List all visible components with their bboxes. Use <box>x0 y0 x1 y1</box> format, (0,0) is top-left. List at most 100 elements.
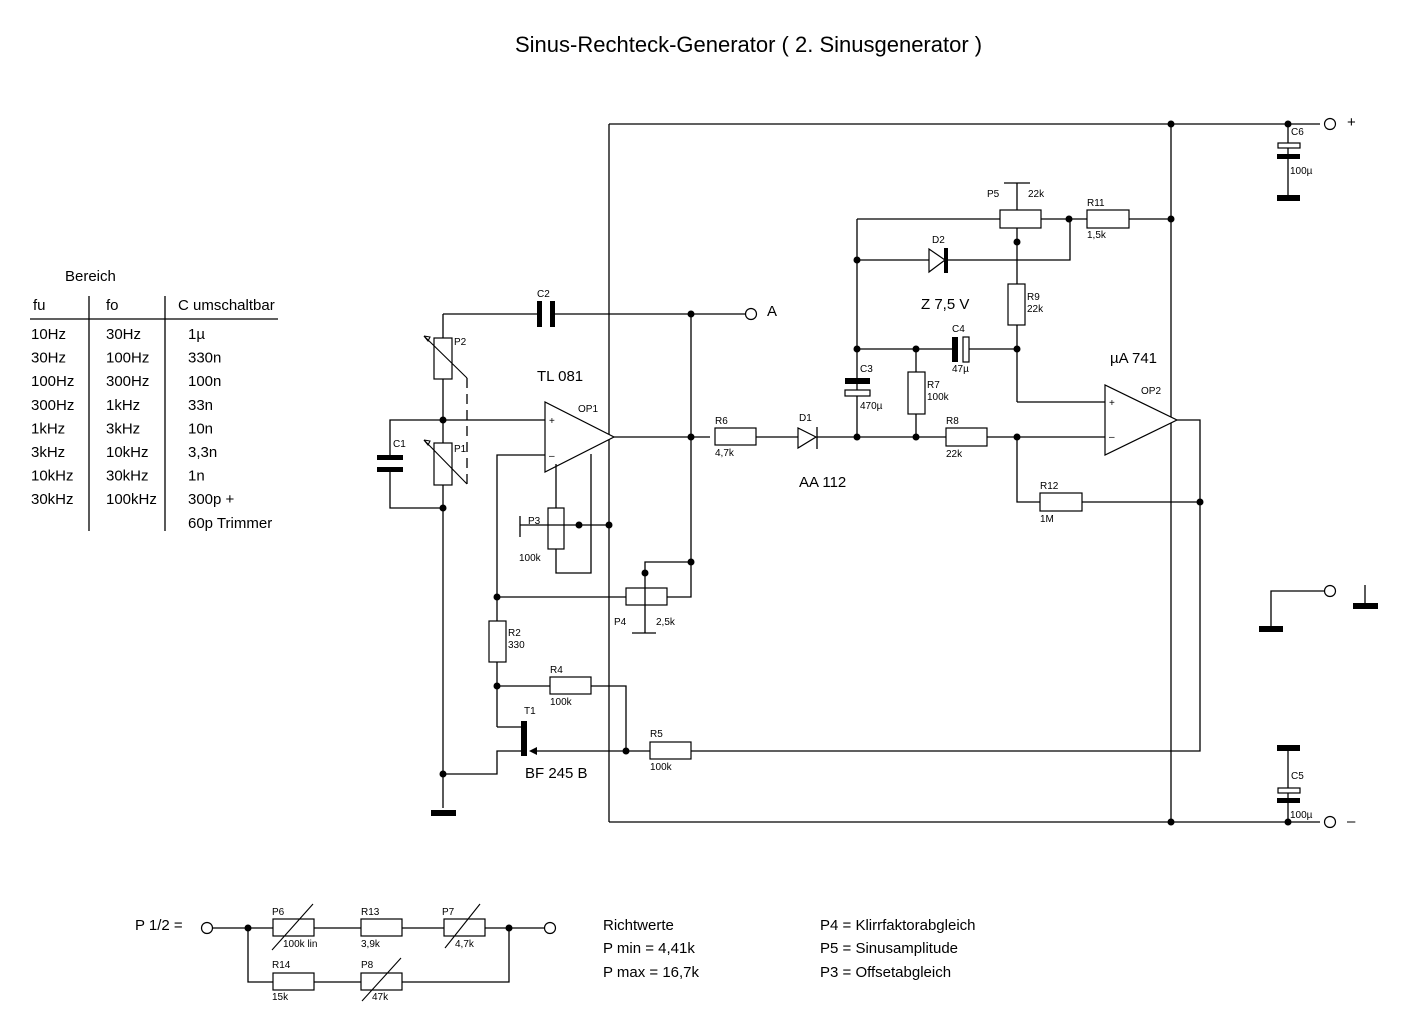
component-label: 47k <box>372 992 389 1003</box>
range-table-cell: 10n <box>188 420 213 437</box>
component-label: C2 <box>537 289 550 300</box>
supply-minus-terminal <box>1323 815 1337 829</box>
opamp-op1: + – OP1 TL 081 <box>496 310 710 621</box>
range-table-cell: 30kHz <box>106 468 149 485</box>
component-label: P8 <box>361 960 374 971</box>
component-label: P4 = Klirrfaktorabgleich <box>820 917 976 934</box>
component-label: µA 741 <box>1110 350 1157 367</box>
output-a-terminal <box>744 307 758 321</box>
component-label: 100k <box>650 762 673 773</box>
component-label: – <box>549 451 555 462</box>
range-table-cell: 1n <box>188 468 205 485</box>
component-label: 100k lin <box>283 939 317 950</box>
component-label: P2 <box>454 337 467 348</box>
component-label: P3 = Offsetabgleich <box>820 964 951 981</box>
range-table-cell: 100kHz <box>106 491 157 508</box>
component-label: D1 <box>799 413 812 424</box>
component-label: R13 <box>361 907 380 918</box>
component-label: R6 <box>715 416 728 427</box>
agc-section: R2 330 R4 100k T1 BF 245 B R5 100k <box>443 419 1201 782</box>
range-table-cell: 300p + <box>188 491 235 508</box>
notes-values: Richtwerte P min = 4,41k P max = 16,7k <box>603 917 700 981</box>
range-table-cell: 100Hz <box>106 350 149 367</box>
component-label: D2 <box>932 235 945 246</box>
range-table-cell: 60p Trimmer <box>188 515 272 532</box>
component-label: 100k <box>550 697 573 708</box>
component-label: 330 <box>508 640 525 651</box>
range-table-cell: 30Hz <box>106 326 141 343</box>
range-table-cell: 3kHz <box>31 444 65 461</box>
range-table-cell: 33n <box>188 397 213 414</box>
component-label: P3 <box>528 516 541 527</box>
range-table-cell: 100Hz <box>31 373 74 390</box>
component-label: 4,7k <box>455 939 475 950</box>
component-label: 22k <box>946 449 963 460</box>
component-label: P min = 4,41k <box>603 940 695 957</box>
component-label: 2,5k <box>656 617 676 628</box>
range-table-caption: Bereich <box>65 268 116 285</box>
diagram-title: Sinus-Rechteck-Generator ( 2. Sinusgener… <box>515 32 982 57</box>
component-label: R14 <box>272 960 291 971</box>
component-label: P max = 16,7k <box>603 964 700 981</box>
range-table-header-fo: fo <box>106 297 119 314</box>
component-label: 22k <box>1028 189 1045 200</box>
rectifier-section: R6 4,7k D1 AA 112 C3 470µ R7 100k C4 47µ <box>714 182 1204 525</box>
ground-terminal <box>1259 584 1378 632</box>
notes-trimmers: P4 = Klirrfaktorabgleich P5 = Sinusampli… <box>820 917 976 981</box>
range-table-cell: 30kHz <box>31 491 74 508</box>
range-table-cell: 300Hz <box>31 397 74 414</box>
component-label: 1M <box>1040 514 1054 525</box>
range-table-cell: 3,3n <box>188 444 217 461</box>
component-label: 100µ <box>1290 810 1313 821</box>
range-table-cell: 10kHz <box>31 468 74 485</box>
supply-rails <box>608 120 1320 826</box>
component-label: P1 <box>454 444 467 455</box>
component-label: + <box>549 416 555 427</box>
component-label: P5 = Sinusamplitude <box>820 940 958 957</box>
component-label: 3,9k <box>361 939 381 950</box>
component-label: Z 7,5 V <box>921 296 969 313</box>
component-label: C6 <box>1291 127 1304 138</box>
component-label: P5 <box>987 189 1000 200</box>
component-label: – <box>1109 432 1115 443</box>
component-label: 100µ <box>1290 166 1313 177</box>
component-label: R9 <box>1027 292 1040 303</box>
range-table-cell: 30Hz <box>31 350 66 367</box>
capacitor-c6: C6 100µ <box>1277 124 1313 201</box>
component-label: C1 <box>393 439 406 450</box>
supply-plus-terminal <box>1323 117 1337 131</box>
supply-plus-label: + <box>1347 114 1356 131</box>
component-label: R12 <box>1040 481 1059 492</box>
opamp-op2: + – OP2 µA 741 <box>1104 350 1179 456</box>
component-label: OP2 <box>1141 386 1161 397</box>
component-label: 47µ <box>952 364 969 375</box>
component-label: P6 <box>272 907 285 918</box>
component-label: P4 <box>614 617 627 628</box>
range-table-cell: 1µ <box>188 326 205 343</box>
component-label: C5 <box>1291 771 1304 782</box>
p12-network: P 1/2 = P6 100k lin R13 3,9k P7 4,7k R14… <box>135 903 557 1003</box>
range-table-cell: 10Hz <box>31 326 66 343</box>
component-label: OP1 <box>578 404 598 415</box>
capacitor-c5: C5 100µ <box>1277 745 1313 822</box>
supply-minus-label: – <box>1347 813 1356 830</box>
component-label: R7 <box>927 380 940 391</box>
component-label: 470µ <box>860 401 883 412</box>
trimmer-p3: P3 100k <box>519 454 613 574</box>
range-table-header-c: C umschaltbar <box>178 297 275 314</box>
range-table-cell: 3kHz <box>106 420 140 437</box>
component-label: AA 112 <box>799 474 846 491</box>
component-label: C4 <box>952 324 965 335</box>
range-table-cell: 1kHz <box>31 420 65 437</box>
component-label: R5 <box>650 729 663 740</box>
component-label: 4,7k <box>715 448 735 459</box>
component-label: R4 <box>550 665 563 676</box>
component-label: + <box>1109 398 1115 409</box>
range-table-cell: 300Hz <box>106 373 149 390</box>
component-label: TL 081 <box>537 368 583 385</box>
component-label: T1 <box>524 706 536 717</box>
range-table-cell: 100n <box>188 373 221 390</box>
component-label: 100k <box>927 392 950 403</box>
